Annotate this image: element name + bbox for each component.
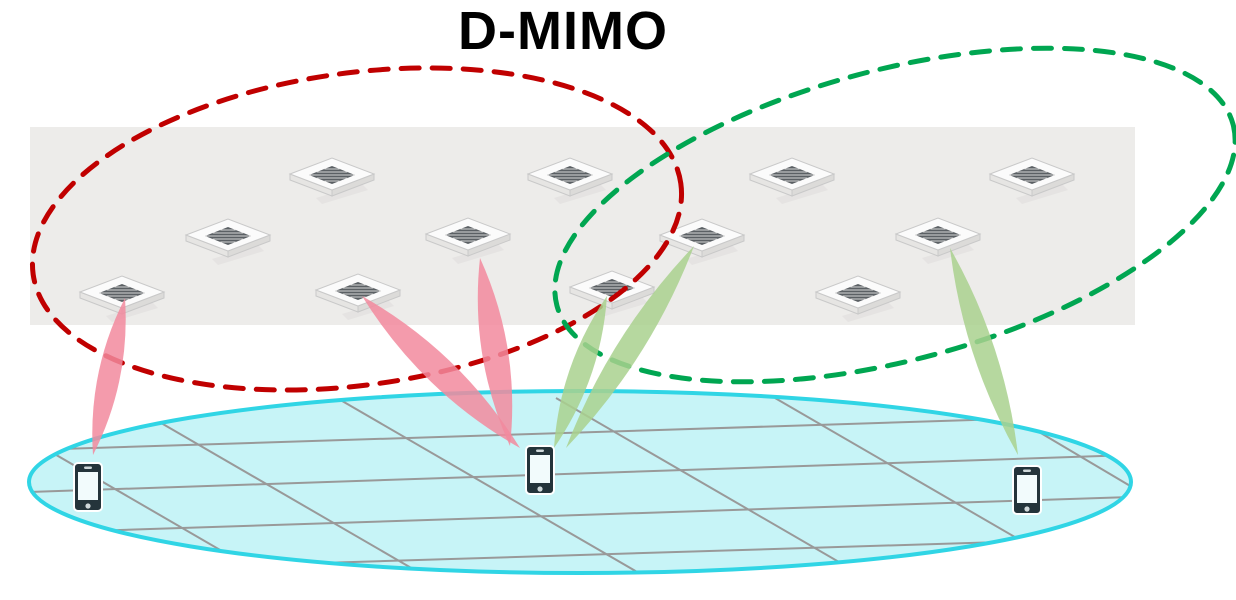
smartphone-icon bbox=[1012, 465, 1042, 515]
beam-pink bbox=[362, 296, 520, 448]
beam-green bbox=[566, 246, 694, 448]
access-point-icon bbox=[314, 273, 402, 320]
cluster-red bbox=[29, 65, 685, 393]
access-point-icon bbox=[526, 157, 614, 204]
access-point-icon bbox=[988, 157, 1076, 204]
access-point-icon bbox=[894, 217, 982, 264]
access-point-icon bbox=[814, 275, 902, 322]
smartphone-icon bbox=[73, 462, 103, 512]
access-point-icon bbox=[288, 157, 376, 204]
access-point-icon bbox=[658, 218, 746, 265]
beam-pink bbox=[477, 258, 513, 446]
smartphone-icon bbox=[525, 445, 555, 495]
beam-green bbox=[554, 296, 607, 448]
figure-title: D-MIMO bbox=[458, 1, 668, 61]
access-point-icon bbox=[184, 218, 272, 265]
access-point-icon bbox=[748, 157, 836, 204]
cluster-green bbox=[552, 45, 1236, 385]
beam-pink bbox=[92, 298, 126, 455]
floor-ellipse bbox=[29, 391, 1131, 573]
access-point-icon bbox=[424, 217, 512, 264]
beam-green bbox=[950, 248, 1018, 455]
